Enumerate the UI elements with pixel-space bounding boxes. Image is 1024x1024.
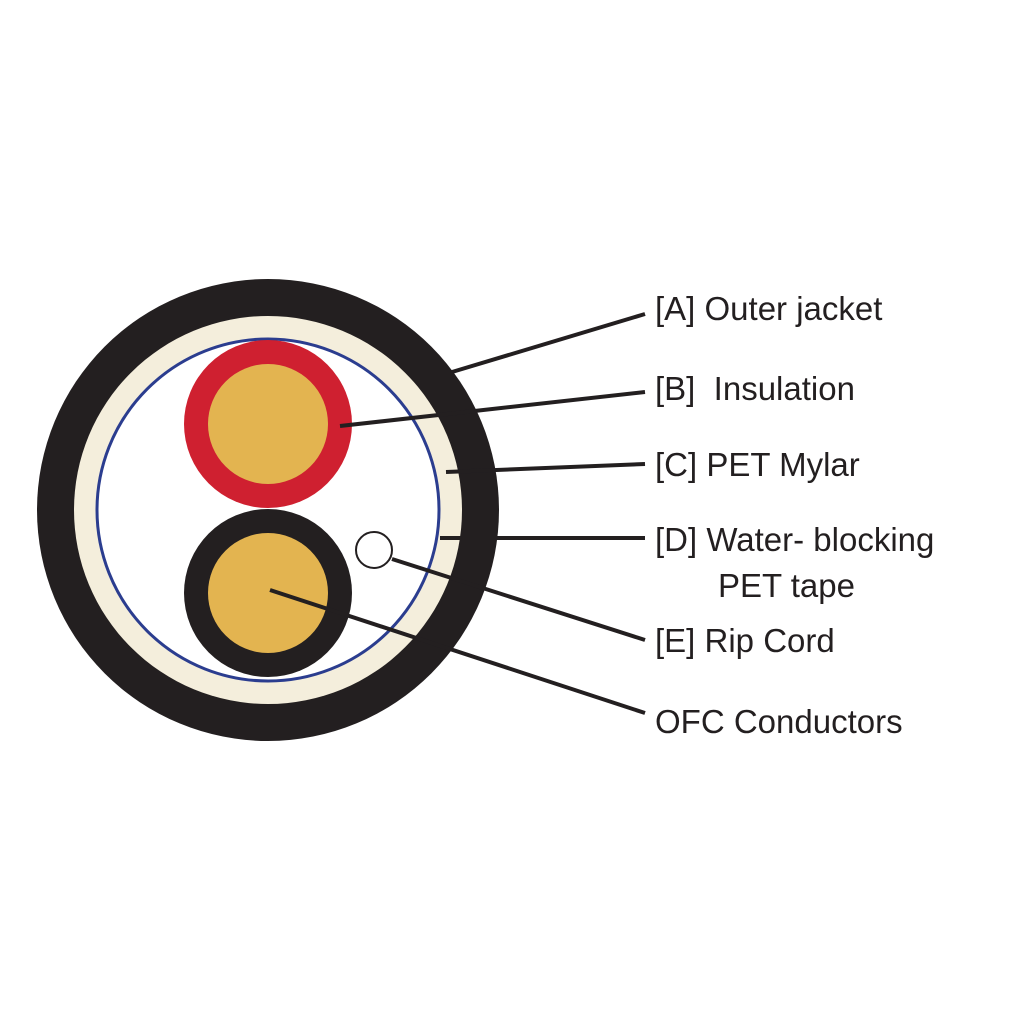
label-outer-jacket: [A] Outer jacket (655, 290, 883, 327)
label-insulation: [B] Insulation (655, 370, 855, 407)
label-water-blocking-line1: [D] Water- blocking (655, 521, 935, 558)
rip-cord (355, 531, 393, 569)
leader-line-f (269, 588, 646, 715)
label-ofc-conductors: OFC Conductors (655, 703, 903, 740)
leader-line-b (339, 390, 646, 428)
black-conductor (208, 533, 328, 653)
label-pet-mylar: [C] PET Mylar (655, 446, 860, 483)
label-rip-cord: [E] Rip Cord (655, 622, 835, 659)
red-conductor (208, 364, 328, 484)
leader-line-c (445, 462, 646, 474)
leader-line-a (451, 312, 646, 374)
label-water-blocking-line2: PET tape (718, 567, 855, 604)
leader-line-e (391, 557, 646, 642)
